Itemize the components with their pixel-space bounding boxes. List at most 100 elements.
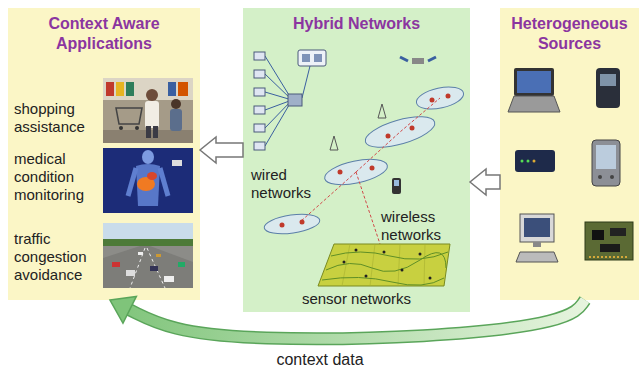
text-slot: Context Aware Applications [8,14,200,54]
laptop-icon-part [514,68,554,96]
sensor-board-icon-part [600,244,620,252]
shopping-photo [103,78,193,143]
pda-icon-part [592,140,620,186]
shopping-photo-part [146,126,151,138]
wireless-network-sketch-part [263,211,321,237]
router-icon-part [515,150,555,172]
sensor-board-icon-part [610,228,626,236]
shopping-photo-part [145,101,159,128]
connector [110,296,585,338]
wireless-network-sketch-part [400,57,436,61]
pda-icon-part [596,145,616,169]
pager-icon [596,68,620,108]
wired-network-sketch-part [288,94,302,106]
traffic-photo-part [126,270,135,276]
arrow-head [110,296,136,323]
text-slot: Hybrid Networks [243,14,470,34]
traffic-photo-part [103,246,193,288]
pager-icon-part [596,68,620,108]
traffic-photo-part [147,248,165,288]
shopping-photo-part [171,99,181,109]
shopping-photo-part [153,126,158,138]
medical-image-part [147,172,157,180]
desktop-icon-part [524,218,550,237]
desktop-icon-part [520,214,554,242]
wireless-network-sketch [263,57,466,244]
traffic-photo-part [156,254,161,257]
traffic-photo-part [112,262,120,267]
traffic-photo-part [164,276,174,282]
pda-icon-part [610,175,614,179]
shopping-photo-part [178,82,188,96]
sensor-network-map-part [401,269,404,272]
item-label: wireless networks [381,208,461,244]
medical-image-part [128,168,136,196]
traffic-photo-part [130,248,145,288]
text-slot: wireless networks [381,208,461,244]
shopping-photo-part [135,126,139,130]
shopping-photo-part [103,78,193,143]
hollow-arrow [470,169,500,195]
desktop-icon [516,214,558,262]
wired-network-sketch-part [254,106,265,114]
item-label: wired networks [251,166,323,202]
wired-network-sketch-part [298,50,326,66]
laptop-icon [508,68,560,112]
item-label: traffic congestion avoidance [14,230,100,284]
router-icon-part [521,160,524,163]
sensor-network-map-part [429,277,432,280]
wired-network-sketch [254,50,326,150]
traffic-photo-part [103,223,193,241]
medical-image-part [172,160,182,166]
shopping-photo-part [126,82,134,96]
medical-image [103,148,193,213]
wireless-network-sketch-part [430,98,435,103]
sensor-board-icon [585,222,633,260]
sensor-network-map-part [322,277,444,285]
pager-icon-part [600,74,616,86]
wireless-network-sketch-part [394,180,399,186]
wireless-network-sketch-part [300,220,305,225]
shopping-photo-part [103,78,193,100]
hollow-arrow [200,137,243,163]
text-slot: Heterogeneous Sources [500,14,639,54]
text-slot: medical condition monitoring [14,150,100,204]
wired-network-sketch-part [254,124,265,132]
panel-title: Context Aware Applications [8,14,200,54]
pda-icon [592,140,620,186]
shopping-photo-part [168,82,176,96]
sensor-network-map-part [383,251,386,254]
wired-network-sketch-part [254,142,265,150]
medical-image-part [160,168,168,196]
wireless-network-sketch-part [386,134,391,139]
text-slot: shopping assistance [14,100,100,136]
sensor-board-icon-part [589,256,629,258]
item-label: shopping assistance [14,100,100,136]
sensor-board-icon-part [585,222,633,260]
traffic-photo-part [138,252,143,255]
shopping-photo-part [106,82,114,96]
pda-icon-part [598,175,602,179]
swoosh-outline [130,300,585,339]
wired-network-sketch-part [302,54,310,62]
wireless-network-sketch-part [300,98,440,244]
shopping-photo-part [116,82,124,96]
sensor-network-map-part [318,244,450,286]
wired-network-sketch-part [314,54,322,62]
medical-image-part [103,148,193,213]
traffic-photo-part [103,223,193,288]
connector [470,169,500,195]
sensor-network-map-part [331,252,448,259]
swoosh-arrow [130,300,585,339]
wired-network-sketch-part [254,70,265,78]
router-icon-part [533,160,536,163]
sensor-network-map [318,244,450,286]
wireless-network-sketch-part [280,223,285,228]
sensor-network-map-part [343,261,346,264]
edge-label: context data [270,350,370,369]
panel-title: Hybrid Networks [243,14,470,34]
wired-network-sketch-part [254,52,265,60]
medical-image-part [136,164,160,206]
wireless-network-sketch-part [378,104,386,118]
